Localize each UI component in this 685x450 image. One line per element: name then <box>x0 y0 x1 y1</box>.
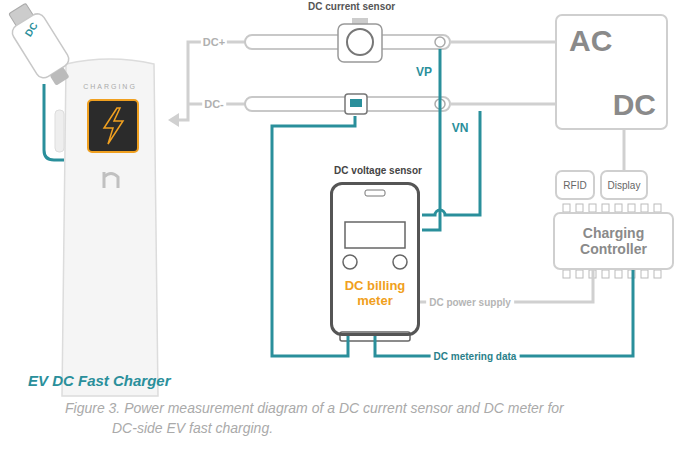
current-clamp-part <box>338 24 382 62</box>
dc-cables-part <box>178 42 245 120</box>
dc-cables-part <box>435 37 445 47</box>
charger-body-part <box>88 100 138 152</box>
current-clamp-part <box>345 94 367 114</box>
node-text: Display <box>608 180 641 191</box>
charger-body-part <box>55 110 64 152</box>
charger-body-part <box>104 108 123 144</box>
signal-name: VP <box>416 65 432 79</box>
controller-pins-part <box>615 204 622 212</box>
charging-plug-part <box>44 84 64 160</box>
charger-body <box>55 59 158 396</box>
converter-box: ACDC <box>555 14 668 130</box>
node-text: RFID <box>563 180 586 191</box>
voltage-wires-part <box>422 111 480 215</box>
connector-wire <box>375 270 633 356</box>
connector-wire <box>623 130 626 170</box>
controller-pins-part <box>602 204 609 212</box>
meter-body-part <box>365 190 385 196</box>
display-box: Display <box>600 170 648 200</box>
charger-body-part <box>104 172 118 188</box>
meter-body-part <box>393 255 407 269</box>
controller-pins-part <box>589 204 596 212</box>
controller-pins-part <box>628 204 635 212</box>
signal-name: VN <box>452 121 469 135</box>
meter-body-part <box>345 222 405 248</box>
charging-plug-part <box>2 0 78 91</box>
current-clamp-part <box>347 29 373 55</box>
controller-pins-part <box>654 204 661 212</box>
node-text: DC billing meter <box>335 278 415 308</box>
node-text: AC <box>569 24 612 58</box>
meter-body-part <box>343 255 357 269</box>
edge-label: DC metering data <box>431 351 520 362</box>
charger-brand: CHARGING <box>83 83 137 90</box>
controller-pins-part <box>563 204 570 212</box>
cable-label: DC- <box>202 98 226 110</box>
cable-label: DC+ <box>201 36 227 48</box>
current-clamp <box>338 18 382 114</box>
controller-pins-part <box>654 270 661 278</box>
charger-body-part <box>62 59 158 396</box>
charging-plug-part-part <box>50 67 70 86</box>
dc-cables-part <box>168 113 179 127</box>
node-text: DC voltage sensor <box>318 165 438 176</box>
node-text: DC current sensor <box>308 1 395 12</box>
figure-caption: Figure 3. Power measurement diagram of a… <box>65 398 567 438</box>
node-text: Charging Controller <box>555 225 672 257</box>
controller-pins-part <box>576 270 583 278</box>
controller-box: Charging Controller <box>553 212 674 270</box>
rfid-box: RFID <box>555 170 595 200</box>
controller-pins-part <box>641 204 648 212</box>
node-text: DC <box>613 88 656 122</box>
current-clamp-part <box>350 99 362 107</box>
charging-plug <box>2 0 78 160</box>
edge-label: DC power supply <box>426 297 514 308</box>
dc-cables-part <box>450 42 555 104</box>
controller-pins-part <box>563 270 570 278</box>
controller-pins-part <box>615 270 622 278</box>
current-sensor: DC current sensor <box>330 18 392 116</box>
controller-pins-part <box>641 270 648 278</box>
connector-wire <box>272 116 355 356</box>
charger-title: EV DC Fast Charger <box>28 372 171 389</box>
controller-pins-part <box>602 270 609 278</box>
controller-pins-part <box>576 204 583 212</box>
billing-meter: DC voltage sensorDC billing meter <box>330 182 420 336</box>
meter-body <box>340 190 410 341</box>
